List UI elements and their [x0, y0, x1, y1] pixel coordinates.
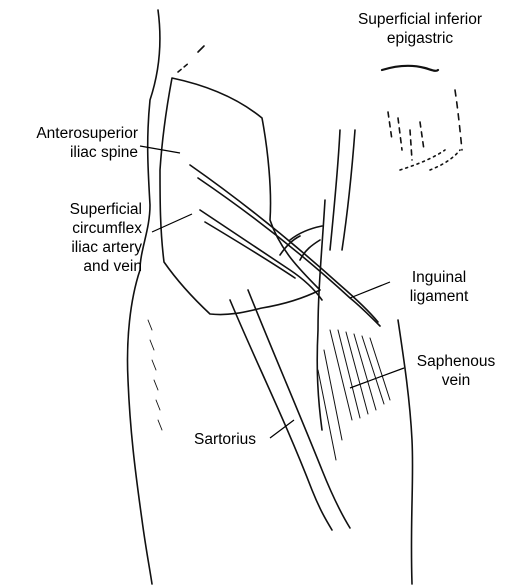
label-anterosuperior-iliac-spine: Anterosuperior iliac spine [4, 124, 138, 162]
epigastric-dots [400, 150, 460, 170]
saphenous-vessel-3 [342, 130, 355, 250]
saphenous-vessel-1 [317, 200, 325, 430]
leader-inguinal-ligament [350, 282, 390, 298]
left-thigh-texture [148, 320, 162, 430]
sartorius-edge-1 [230, 300, 332, 530]
label-inguinal-ligament: Inguinal ligament [394, 268, 484, 306]
label-superficial-inferior-epigastric: Superficial inferior epigastric [336, 10, 504, 48]
hip-dash-2 [198, 46, 204, 52]
leader-anterosuperior-iliac-spine [140, 146, 180, 153]
label-saphenous-vein: Saphenous vein [406, 352, 506, 390]
epigastric-dashes [388, 112, 424, 160]
inguinal-ligament-line-2 [198, 178, 380, 326]
sartorius-edge-2 [248, 290, 350, 528]
muscle-hatching [318, 330, 390, 460]
hip-dash-1 [178, 62, 190, 72]
left-body-outline [128, 10, 160, 584]
epigastric-vessel [382, 66, 438, 71]
label-sartorius: Sartorius [194, 430, 256, 449]
leader-superficial-circumflex-iliac [152, 214, 192, 232]
right-dashed-contour [455, 90, 462, 150]
leader-sartorius [270, 420, 294, 438]
skin-flap-outline [160, 78, 320, 315]
circumflex-vessel-2 [205, 222, 295, 278]
saphenous-vessel-2 [330, 130, 340, 250]
label-superficial-circumflex-iliac: Superficial circumflex iliac artery and … [10, 200, 142, 276]
